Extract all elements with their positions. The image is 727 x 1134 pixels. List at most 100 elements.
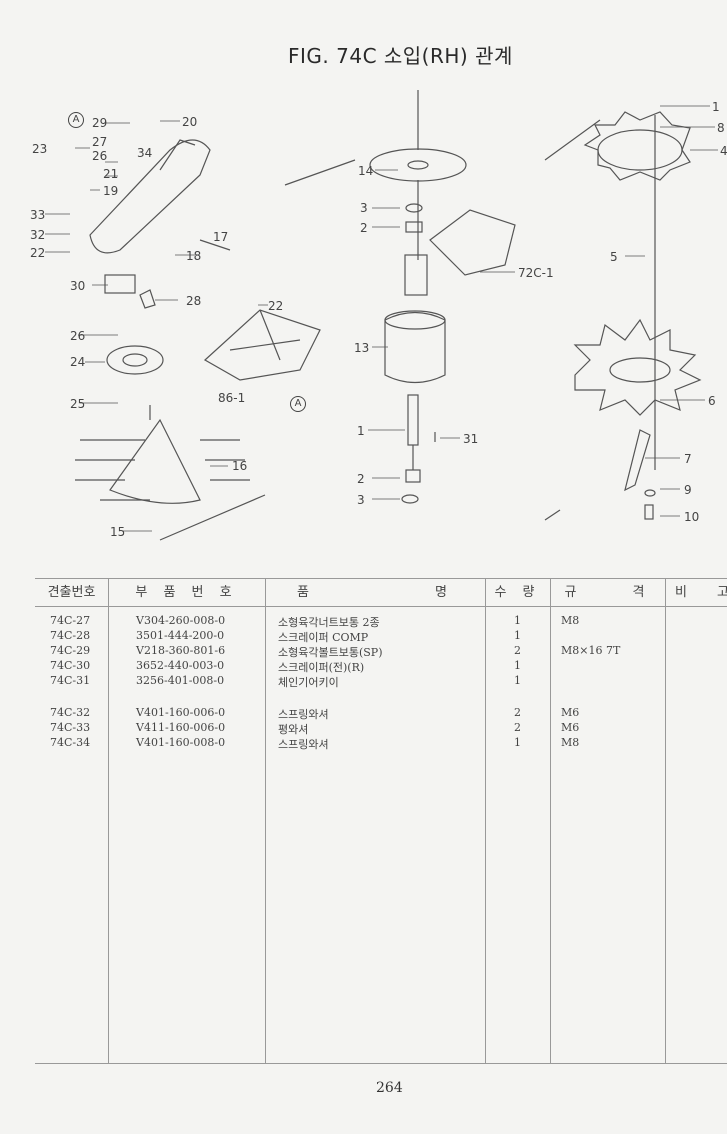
rake-16 (109, 418, 201, 504)
cell-ref-no: 74C-33 (50, 721, 91, 734)
callout-label: 32 (30, 228, 46, 242)
callout-label: 31 (463, 432, 479, 446)
cell-part-no: V401-160-008-0 (136, 736, 226, 749)
callout-label: 86-1 (218, 391, 246, 405)
callout-label: 2 (357, 472, 365, 486)
figure-title: FIG. 74C 소입(RH) 관계 (288, 44, 513, 68)
cell-spec: M6 (561, 721, 580, 734)
callout-label: 20 (182, 115, 198, 129)
callout-label: 23 (32, 142, 48, 156)
header-part-no: 부 품 번 호 (135, 585, 238, 600)
cell-quantity: 2 (514, 644, 521, 657)
header-remarks: 비 고 (674, 585, 727, 600)
header-quantity: 수 량 (494, 585, 541, 600)
callout-label: 29 (92, 116, 108, 130)
exploded-parts-diagram (45, 90, 718, 541)
callout-label: 10 (684, 510, 700, 524)
callout-label: 34 (137, 146, 153, 160)
table-top-rule (35, 578, 727, 579)
callout-label: 13 (354, 341, 370, 355)
callout-label: 19 (103, 184, 119, 198)
cell-ref-no: 74C-31 (50, 674, 91, 687)
column-divider (665, 578, 666, 1063)
callout-label: 5 (610, 250, 618, 264)
callout-label: 27 (92, 135, 108, 149)
callout-label: 22 (30, 246, 46, 260)
callout-label: 17 (213, 230, 229, 244)
cell-part-name: 소형육각볼트보통(SP) (278, 646, 383, 659)
column-divider (108, 578, 109, 1063)
callout-label: 1 (712, 100, 720, 114)
scraper-plate (89, 139, 211, 254)
cell-ref-no: 74C-34 (50, 736, 91, 749)
cell-spec: M8 (561, 614, 580, 627)
cell-quantity: 2 (514, 721, 521, 734)
cell-part-name: 소형육각너트보통 2종 (278, 616, 380, 629)
sprocket-4 (597, 129, 683, 171)
bracket-30 (104, 274, 136, 294)
cell-quantity: 1 (514, 614, 521, 627)
callout-label: 22 (268, 299, 284, 313)
header-part-name: 품 명 (296, 585, 454, 600)
callout-label: 72C-1 (518, 266, 554, 280)
header-spec: 규 격 (564, 585, 651, 600)
callout-label: 7 (684, 452, 692, 466)
callout-label: 9 (684, 483, 692, 497)
cell-part-name: 체인기어키이 (278, 676, 339, 689)
cell-part-no: V218-360-801-6 (136, 644, 226, 657)
callout-label: 24 (70, 355, 86, 369)
cell-ref-no: 74C-29 (50, 644, 91, 657)
callout-label: 25 (70, 397, 86, 411)
cell-part-no: 3652-440-003-0 (136, 659, 225, 672)
cell-quantity: 1 (514, 629, 521, 642)
callout-label: 16 (232, 459, 248, 473)
callout-label: 8 (717, 121, 725, 135)
callout-label: 18 (186, 249, 202, 263)
column-divider (485, 578, 486, 1063)
sprocket-24 (106, 345, 164, 375)
callout-label: A (68, 112, 84, 128)
cell-ref-no: 74C-27 (50, 614, 91, 627)
cell-quantity: 1 (514, 659, 521, 672)
cell-spec: M8 (561, 736, 580, 749)
blade-7 (624, 429, 651, 492)
cell-spec: M8×16 7T (561, 644, 621, 657)
cell-part-no: V401-160-006-0 (136, 706, 226, 719)
cell-part-no: 3256-401-008-0 (136, 674, 225, 687)
cell-part-no: 3501-444-200-0 (136, 629, 225, 642)
callout-label: 26 (92, 149, 108, 163)
header-ref-no: 견출번호 (47, 585, 96, 600)
shaft-1 (407, 394, 419, 446)
column-divider (265, 578, 266, 1063)
callout-label: 21 (103, 167, 119, 181)
callout-label: 1 (357, 424, 365, 438)
cell-quantity: 1 (514, 674, 521, 687)
callout-label: 33 (30, 208, 46, 222)
bracket-72c-1 (429, 209, 516, 276)
callout-label: 4 (720, 144, 727, 158)
frame-86-1 (203, 309, 321, 381)
callout-label: A (290, 396, 306, 412)
cell-part-name: 스크레이퍼(전)(R) (278, 661, 365, 674)
cell-ref-no: 74C-32 (50, 706, 91, 719)
callout-label: 14 (358, 164, 374, 178)
callout-label: 3 (360, 201, 368, 215)
sleeve-13 (384, 311, 446, 384)
callout-label: 26 (70, 329, 86, 343)
cell-ref-no: 74C-30 (50, 659, 91, 672)
cell-part-name: 평와셔 (278, 723, 309, 736)
callout-label: 30 (70, 279, 86, 293)
table-bottom-rule (35, 1063, 727, 1064)
column-divider (550, 578, 551, 1063)
page-number: 264 (376, 1080, 403, 1096)
cell-part-no: V411-160-006-0 (136, 721, 226, 734)
cell-part-name: 스프링와셔 (278, 738, 329, 751)
table-header-rule (35, 606, 727, 607)
callout-label: 28 (186, 294, 202, 308)
cell-part-name: 스프링와셔 (278, 708, 329, 721)
callout-label: 15 (110, 525, 126, 539)
rotor-6 (573, 318, 702, 416)
callout-label: 2 (360, 221, 368, 235)
cell-ref-no: 74C-28 (50, 629, 91, 642)
cell-quantity: 1 (514, 736, 521, 749)
